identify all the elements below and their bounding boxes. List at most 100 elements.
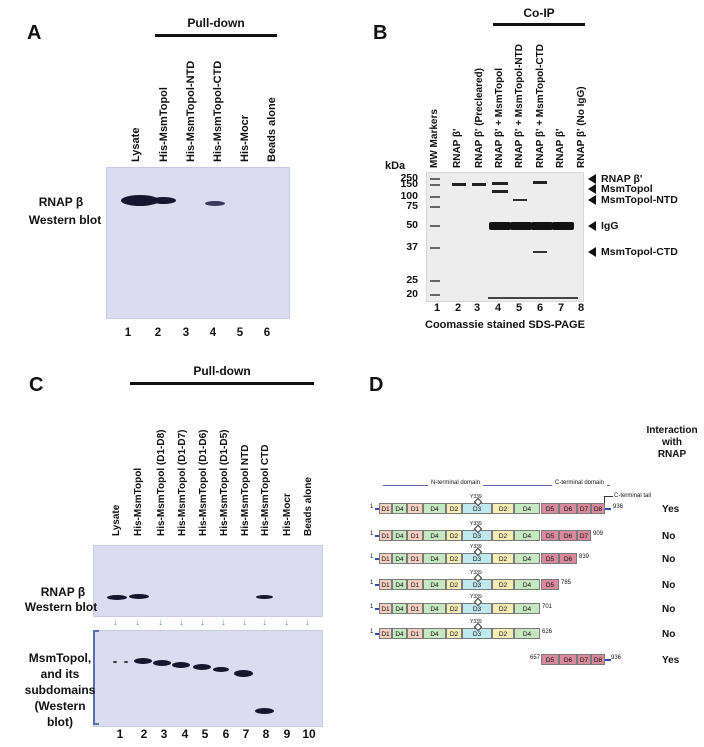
- panel-c-bottom-band-4: [172, 662, 190, 668]
- panel-d-interaction-header-line: RNAP: [657, 449, 687, 460]
- panel-c-bottom-blot: [93, 630, 323, 727]
- panel-d-domain-box: D5: [541, 503, 559, 514]
- panel-c-lane-number: 1: [116, 727, 124, 741]
- panel-d-start-line: [375, 584, 380, 586]
- panel-b-lane-number: 8: [577, 302, 585, 314]
- panel-a-lane-number: 6: [263, 327, 271, 339]
- panel-d-end-label: 909: [593, 531, 604, 537]
- panel-b-ladder-50: [430, 225, 440, 227]
- panel-c-bottom-label-line: and its: [40, 667, 80, 681]
- panel-d-start-label: 1: [370, 554, 374, 560]
- panel-d-domain-box: D2: [446, 530, 462, 541]
- panel-b-igg-band-4: [489, 222, 511, 230]
- panel-d-domain-box: D4: [514, 603, 540, 614]
- panel-c-bottom-band-7: [234, 670, 253, 677]
- panel-b-arrowhead-icon: [588, 184, 596, 195]
- panel-d-end-label: 701: [542, 604, 553, 610]
- panel-d-domain-box: D1: [379, 530, 392, 541]
- panel-c-lane-label: His-MsmTopol (D1-D5): [219, 429, 230, 536]
- panel-d-tail-pointer: [604, 496, 613, 503]
- panel-c-arrow-down-icon: ↓: [305, 617, 310, 628]
- panel-d-domain-box: D1: [407, 628, 423, 639]
- panel-d-y339-label: Y339: [470, 494, 482, 500]
- panel-c-lane-number: 2: [140, 727, 148, 741]
- panel-b-ladder-25: [430, 280, 440, 282]
- panel-c-arrow-down-icon: ↓: [113, 617, 118, 628]
- panel-b-arrowhead-icon: [588, 221, 596, 232]
- panel-d-domain-box: D4: [423, 530, 446, 541]
- panel-d-start-line: [375, 633, 380, 635]
- panel-b-rnap-band-3: [472, 183, 486, 186]
- panel-c-bottom-band-5: [193, 664, 211, 670]
- panel-d-domain-box: D4: [392, 503, 407, 514]
- panel-d-domain-box: D1: [379, 553, 392, 564]
- panel-c-lane-number: 9: [283, 727, 291, 741]
- panel-a-side-label-2: Western blot: [28, 213, 102, 227]
- panel-d-domain-box: D7: [577, 530, 591, 541]
- panel-b-ladder-250: [430, 178, 440, 180]
- panel-d-y339-label: Y339: [470, 594, 482, 600]
- panel-d-domain-box: D4: [514, 553, 540, 564]
- panel-b-right-label: MsmTopol-CTD: [601, 246, 678, 258]
- panel-a-letter: A: [27, 22, 42, 44]
- panel-c-arrow-down-icon: ↓: [262, 617, 267, 628]
- panel-c-lane-label: His-MsmTopol (D1-D7): [177, 429, 188, 536]
- panel-d-domain-box: D4: [423, 603, 446, 614]
- panel-d-interaction-answer: No: [662, 604, 676, 615]
- panel-c-top-band-1: [107, 595, 127, 600]
- panel-b-lane-label: MW Markers: [429, 109, 440, 168]
- panel-d-domain-box: D6: [559, 530, 577, 541]
- panel-c-arrow-down-icon: ↓: [242, 617, 247, 628]
- panel-d-domain-box: D1: [407, 530, 423, 541]
- panel-b-header-bar: [493, 23, 585, 26]
- panel-c-lane-number: 8: [262, 727, 270, 741]
- panel-d-domain-box: D4: [423, 503, 446, 514]
- panel-d-domain-box: D8: [591, 654, 605, 665]
- panel-d-interaction-answer: No: [662, 554, 676, 565]
- panel-b-marker-label: 37: [406, 241, 418, 253]
- panel-a-band-lane2: [151, 197, 176, 204]
- panel-b-rnap-band-6: [533, 181, 547, 184]
- panel-c-arrow-down-icon: ↓: [158, 617, 163, 628]
- panel-d-domain-box: D7: [577, 654, 591, 665]
- panel-c-arrow-down-icon: ↓: [135, 617, 140, 628]
- panel-d-tail-label: C-terminal tail: [614, 493, 652, 499]
- panel-b-right-label: RNAP β': [601, 173, 643, 185]
- panel-d-start-line: [375, 558, 380, 560]
- panel-c-lane-number: 7: [242, 727, 250, 741]
- panel-c-letter: C: [29, 374, 44, 396]
- panel-b-gel: [426, 172, 584, 302]
- panel-b-igg-band-7: [552, 222, 574, 230]
- panel-a-lane-number: 5: [236, 327, 244, 339]
- panel-b-right-label-row: MsmTopol: [588, 183, 653, 195]
- panel-b-igg-band-6: [531, 222, 553, 230]
- panel-d-domain-box: D2: [446, 579, 462, 590]
- panel-a-header: Pull-down: [187, 16, 245, 30]
- panel-d-start-label: 1: [370, 504, 374, 510]
- panel-d-domain-box: D1: [379, 503, 392, 514]
- panel-c-header-bar: [130, 382, 314, 385]
- panel-c-bottom-band-8: [255, 708, 274, 714]
- panel-c-bottom-band-6: [213, 667, 229, 672]
- panel-b-letter: B: [373, 22, 388, 44]
- panel-b-ctd-band-6: [533, 251, 547, 253]
- panel-c-lane-label: His-MsmTopol: [133, 467, 144, 536]
- panel-d-y339-label: Y339: [470, 619, 482, 625]
- panel-b-marker-label: 75: [406, 200, 418, 212]
- panel-d-domain-box: D1: [407, 503, 423, 514]
- panel-d-start-line: [375, 508, 380, 510]
- panel-d-end-label: 839: [579, 554, 590, 560]
- panel-b-igg-band-5: [510, 222, 532, 230]
- panel-b-lane-number: 5: [515, 302, 523, 314]
- panel-a-lane-label: His-Mocr: [239, 114, 251, 162]
- panel-b-lane-label: RNAP β': [555, 128, 566, 168]
- panel-a-lane-number: 3: [182, 327, 190, 339]
- panel-c-bottom-label-line: subdomains: [24, 683, 96, 697]
- panel-d-domain-box: D5: [541, 553, 559, 564]
- panel-b-right-label: IgG: [601, 220, 619, 232]
- panel-a-lane-label: Beads alone: [266, 97, 278, 162]
- panel-a-lane-number: 4: [209, 327, 217, 339]
- panel-d-domain-box: D4: [423, 628, 446, 639]
- panel-a-blot: [106, 167, 290, 319]
